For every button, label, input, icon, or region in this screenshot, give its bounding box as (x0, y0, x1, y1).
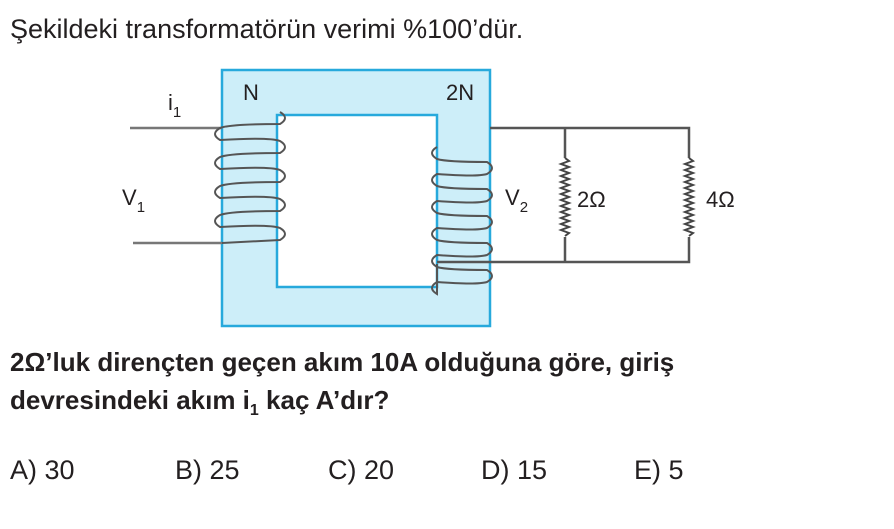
question-line-1: 2Ω’luk dirençten geçen akım 10A olduğuna… (10, 347, 675, 377)
question-part: kaç A’dır? (258, 385, 390, 415)
option-b[interactable]: B) 25 (175, 455, 240, 485)
secondary-coil (431, 146, 493, 296)
transformer-core (220, 68, 492, 328)
primary-coil (214, 111, 286, 244)
primary-turns-label: N (243, 80, 259, 105)
resistor-2ohm (558, 157, 572, 237)
question-part: devresindeki akım i (10, 385, 250, 415)
current-label: i1 (168, 90, 181, 121)
option-a[interactable]: A) 30 (10, 455, 75, 485)
secondary-turns-label: 2N (446, 80, 474, 105)
output-circuit (437, 126, 691, 264)
option-e[interactable]: E) 5 (634, 455, 684, 485)
intro-text: Şekildeki transformatörün verimi %100’dü… (10, 14, 524, 44)
v2-label: V2 (505, 185, 528, 216)
question-text: 2Ω’luk dirençten geçen akım 10A olduğuna… (10, 343, 890, 430)
option-d[interactable]: D) 15 (481, 455, 548, 485)
resistor-4ohm-label: 4Ω (706, 187, 735, 212)
question-subscript: 1 (249, 402, 259, 420)
question-line-2: devresindeki akım i1 kaç A’dır? (10, 381, 890, 430)
resistor-4ohm (682, 157, 696, 237)
transformer-diagram: N 2N i1 V1 V2 2Ω 4Ω (122, 68, 735, 328)
resistor-2ohm-label: 2Ω (577, 187, 606, 212)
option-c[interactable]: C) 20 (328, 455, 395, 485)
v1-label: V1 (122, 185, 145, 216)
